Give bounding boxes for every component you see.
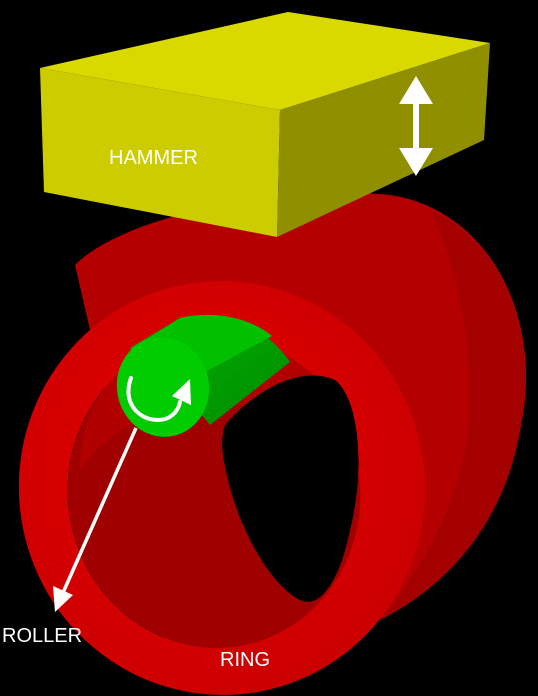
roller-end-face <box>116 337 210 437</box>
hammer-side-face <box>277 43 490 237</box>
roller-label: ROLLER <box>2 625 82 647</box>
hammer-top-face <box>40 12 490 110</box>
roller <box>116 314 290 437</box>
ring <box>18 192 527 696</box>
hammer-motion-arrow-icon <box>399 76 433 176</box>
hammer-front-face <box>40 68 280 237</box>
hammer <box>40 12 490 237</box>
rotation-arrow-icon <box>126 376 191 423</box>
ring-label: RING <box>220 649 270 671</box>
roller-pointer-arrow-icon <box>53 427 138 612</box>
ring-bore-opening <box>222 375 359 602</box>
ring-outer-wall-shade <box>380 210 526 620</box>
hammer-label: HAMMER <box>109 147 198 169</box>
